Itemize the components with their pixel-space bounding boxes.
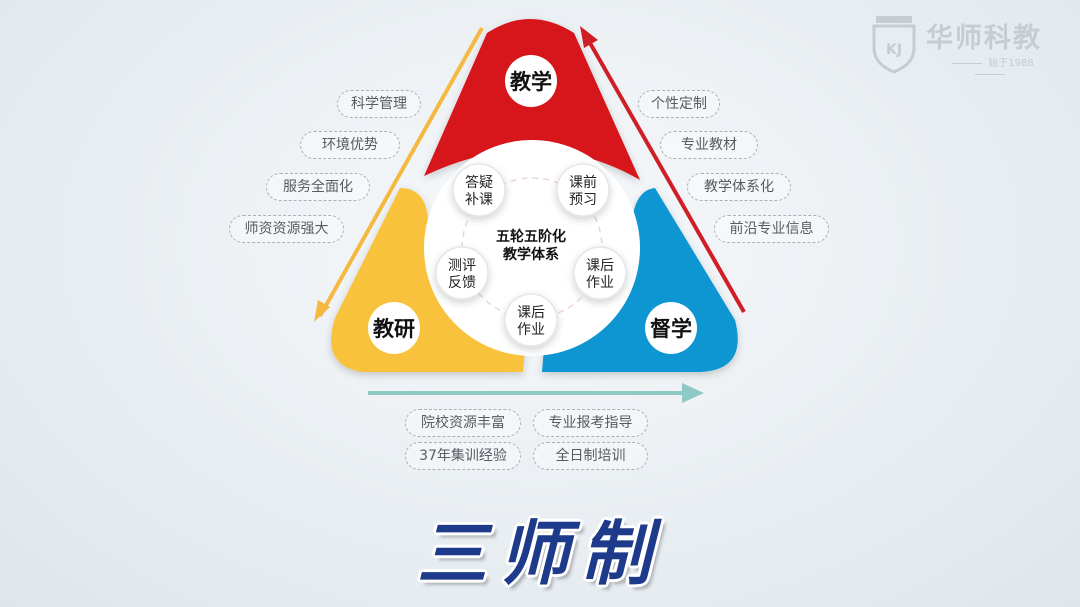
tag-right: 个性定制 [638,90,720,118]
step-line1: 答疑 [465,174,493,191]
tag-bottom: 37年集训经验 [405,442,521,470]
segment-label-circle-supervision [645,302,697,354]
tag-bottom: 全日制培训 [533,442,648,470]
left-arrow [318,27,484,317]
segment-label-circle-teaching [505,55,557,107]
step-line1: 测评 [448,258,476,274]
tag-right: 专业教材 [660,131,758,159]
step-line2: 作业 [586,275,614,291]
segment-label-teaching: 教学 [510,70,552,94]
left-arrow-head [314,300,330,322]
segment-label-research: 教研 [373,317,415,341]
tag-bottom: 院校资源丰富 [405,409,521,437]
step-node: 课后 作业 [504,293,558,347]
tag-right: 教学体系化 [687,173,791,201]
brand-logo: KJ 华师科教 始于1988 [868,14,1058,76]
tag-bottom: 专业报考指导 [533,409,648,437]
bottom-arrow-head [682,383,704,403]
right-arrow [584,35,746,313]
step-node: 测评 反馈 [435,246,489,300]
step-node: 答疑 补课 [452,163,506,217]
right-arrow-head [580,26,598,48]
step-line1: 课前 [569,174,597,191]
brand-name: 华师科教 [926,23,1042,54]
step-line2: 作业 [517,322,545,338]
tag-right: 前沿专业信息 [714,215,829,243]
center-title-line1: 五轮五阶化 [496,228,566,245]
crest-icon: KJ [872,16,916,74]
crest-text: KJ [886,42,902,58]
tag-left: 科学管理 [337,90,421,118]
step-line1: 课后 [586,258,614,274]
step-node: 课前 预习 [556,163,610,217]
center-title-line2: 教学体系 [503,246,559,263]
main-title: 三师制 [417,513,663,595]
step-node: 课后 作业 [573,246,627,300]
step-line2: 反馈 [448,275,476,291]
step-line2: 补课 [465,192,493,208]
tag-left: 环境优势 [300,131,400,159]
step-line2: 预习 [569,192,597,208]
step-line1: 课后 [517,305,545,321]
brand-since: 始于1988 [926,54,1054,80]
segment-label-circle-research [368,302,420,354]
tag-left: 服务全面化 [266,173,370,201]
segment-label-supervision: 督学 [650,317,692,341]
tag-left: 师资资源强大 [229,215,344,243]
